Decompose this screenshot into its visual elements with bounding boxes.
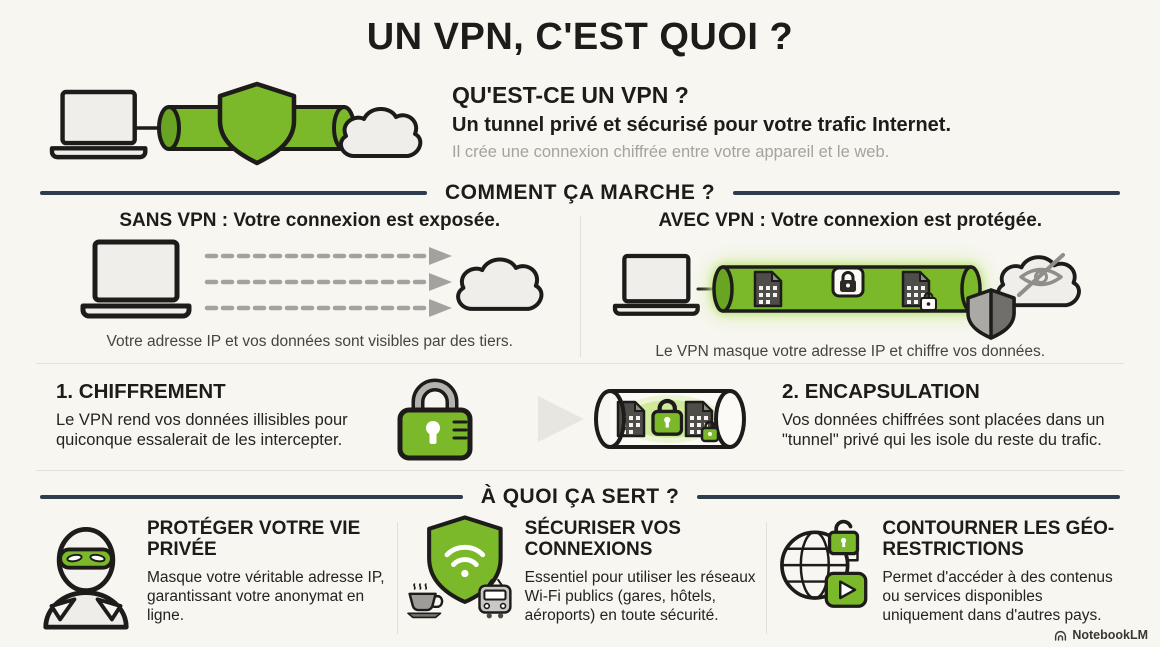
train-icon [477,578,512,619]
steps-illustration [388,374,758,464]
shield-icon [217,81,297,166]
section-title: COMMENT ÇA MARCHE ? [444,181,716,204]
step-chiffrement: 1. CHIFFREMENT Le VPN rend vos données i… [56,380,374,451]
purpose-privacy: PROTÉGER VOTRE VIE PRIVÉE Masque votre v… [28,514,397,634]
padlock-icon [831,266,865,298]
intro-illustration [52,78,427,170]
encrypted-document-icon [902,270,938,311]
without-vpn-illustration [75,240,544,325]
watermark-label: NotebookLM [1072,628,1148,642]
wifi-shield-icon [406,515,512,619]
notebooklm-logo-icon [1055,630,1067,641]
gray-shield-icon [966,288,1016,340]
without-vpn-panel: SANS VPN : Votre connexion est exposée. … [40,210,580,361]
with-vpn-heading: AVEC VPN : Votre connexion est protégée. [658,210,1043,231]
divider-line [733,191,1120,195]
hidden-eye-icon [1017,253,1066,297]
with-vpn-illustration [615,253,1082,340]
intro-subheading: Un tunnel privé et sécurisé pour votre t… [452,114,952,136]
divider-line [40,191,427,195]
intro-description: Il crée une connexion chiffrée entre vot… [452,143,890,161]
divider-line [40,495,463,499]
intro-heading: QU'EST-CE UN VPN ? [452,82,689,108]
vertical-divider [579,216,581,357]
purpose-heading: PROTÉGER VOTRE VIE PRIVÉE [147,518,361,561]
dashed-arrow [204,253,431,311]
tunnel-opening [594,389,626,449]
comparison-row: SANS VPN : Votre connexion est exposée. … [40,210,1120,361]
document-icon [754,270,783,308]
cloud-icon [455,257,544,311]
play-button-icon [824,571,868,608]
without-vpn-heading: SANS VPN : Votre connexion est exposée. [119,210,501,231]
section-title: À QUOI ÇA SERT ? [480,485,680,508]
coffee-icon [406,583,443,619]
vertical-divider [396,522,398,634]
padlock-icon [397,378,473,461]
open-lock-icon [828,519,860,556]
section-header-purpose: À QUOI ÇA SERT ? [40,484,1120,510]
arrowhead-icon [428,247,452,317]
divider-line [697,495,1120,499]
vertical-divider [766,522,768,634]
laptop-icon [615,256,698,314]
purpose-heading: SÉCURISER VOS CONNEXIONS [524,518,681,561]
with-vpn-panel: AVEC VPN : Votre connexion est protégée. [581,210,1121,361]
incognito-mask-icon [43,526,129,630]
laptop-icon [52,92,145,157]
arrow-icon [538,396,584,442]
horizontal-divider [36,470,1124,471]
laptop-icon [83,242,189,316]
step-heading: 2. ENCAPSULATION [782,380,980,403]
step-encapsulation: 2. ENCAPSULATION Vos données chiffrées s… [782,380,1127,451]
watermark: NotebookLM [1054,628,1148,642]
page-title: UN VPN, C'EST QUOI ? [366,16,794,58]
with-vpn-caption: Le VPN masque votre adresse IP et chiffr… [655,343,1046,360]
purpose-text: Permet d'accéder à des contenus ou servi… [882,568,1113,625]
section-header-how-it-works: COMMENT ÇA MARCHE ? [40,180,1120,206]
horizontal-divider [36,363,1124,364]
purpose-security: SÉCURISER VOS CONNEXIONS Essentiel pour … [398,514,767,634]
wifi-icon [444,544,485,567]
encrypted-document-icon [684,400,720,443]
purpose-text: Essentiel pour utiliser les réseaux Wi-F… [524,568,756,625]
without-vpn-caption: Votre adresse IP et vos données sont vis… [106,333,513,350]
purpose-text: Masque votre véritable adresse IP, garan… [147,568,385,625]
purpose-row: PROTÉGER VOTRE VIE PRIVÉE Masque votre v… [28,514,1136,634]
purpose-heading: CONTOURNER LES GÉO-RESTRICTIONS [882,518,1115,561]
step-heading: 1. CHIFFREMENT [56,380,226,403]
purpose-geo: CONTOURNER LES GÉO-RESTRICTIONS Permet d… [767,514,1136,634]
globe-unlock-icon [780,519,868,608]
step-text: Vos données chiffrées sont placées dans … [782,411,1105,450]
step-text: Le VPN rend vos données illisibles pour … [56,411,348,450]
